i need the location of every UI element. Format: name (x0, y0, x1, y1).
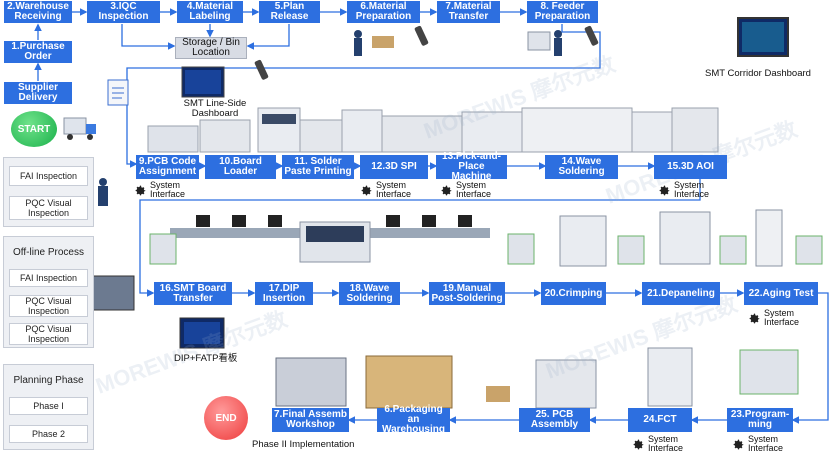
system-interface-label: System Interface (456, 180, 492, 199)
step-25-pcb-assembly[interactable]: 25. PCB Assembly (519, 408, 590, 432)
offline-process-panel: Off-line Process FAI Inspection PQC Visu… (3, 236, 94, 348)
step-8-feeder-preparation[interactable]: 8. Feeder Preparation (527, 1, 598, 23)
truck-icon (63, 117, 96, 140)
inspection-item-fai[interactable]: FAI Inspection (9, 166, 88, 186)
step-11-solder-paste-printing[interactable]: 11. Solder Paste Printing (282, 155, 354, 179)
step-12-3d-spi[interactable]: 12.3D SPI (360, 155, 428, 179)
step-supplier-delivery[interactable]: Supplier Delivery (4, 82, 72, 104)
system-interface-13: System Interface (440, 181, 491, 199)
offline-item-pqc-visual-2[interactable]: PQC Visual Inspection (9, 323, 88, 345)
start-node[interactable]: START (11, 111, 57, 147)
arrow-22-to-23 (791, 292, 829, 424)
step-23-programming[interactable]: 23.Program- ming (727, 408, 793, 432)
gear-icon (135, 185, 146, 195)
offline-process-title: Off-line Process (13, 247, 84, 258)
clipboard-icon (107, 79, 129, 106)
system-interface-label: System Interface (648, 434, 684, 453)
step-6-material-preparation[interactable]: 6.Material Preparation (347, 1, 420, 23)
gear-icon (749, 313, 760, 323)
offline-item-fai[interactable]: FAI Inspection (9, 269, 88, 287)
gear-icon (633, 439, 644, 449)
system-interface-24: System Interface (632, 435, 683, 453)
inspector-figure (98, 178, 108, 206)
offline-item-pqc-visual-1[interactable]: PQC Visual Inspection (9, 295, 88, 317)
step-22-aging-test[interactable]: 22.Aging Test (744, 282, 818, 305)
storage-bin-location[interactable]: Storage / Bin Location (175, 37, 247, 59)
dip-fatp-dashboard-label: DIP+FATP看板 (174, 353, 238, 364)
planning-phase-title: Planning Phase (13, 375, 84, 386)
gear-icon (733, 439, 744, 449)
step-24-fct[interactable]: 24.FCT (628, 408, 692, 432)
step-21-depaneling[interactable]: 21.Depaneling (642, 282, 720, 305)
arrow-8-to-9 (126, 24, 601, 168)
step-20-crimping[interactable]: 20.Crimping (541, 282, 606, 305)
arrow-3-storage (121, 24, 176, 50)
system-interface-15: System Interface (658, 181, 709, 199)
equipment-illustrations (63, 17, 823, 409)
system-interface-label: System Interface (674, 180, 710, 199)
step-10-board-loader[interactable]: 10.Board Loader (205, 155, 276, 179)
end-node[interactable]: END (204, 396, 248, 440)
arrow-15-to-16 (139, 178, 701, 297)
step-19-manual-post-soldering[interactable]: 19.Manual Post-Soldering (429, 282, 505, 305)
system-interface-label: System Interface (764, 308, 800, 327)
phase2-step-7-final-assembly-workshop[interactable]: 7.Final Assemb Workshop (272, 408, 349, 432)
step-2-warehouse-receiving[interactable]: 2.Warehouse Receiving (4, 1, 72, 23)
system-interface-23: System Interface (732, 435, 783, 453)
flow-arrows (34, 8, 829, 424)
inspection-panel: FAI Inspection PQC Visual Inspection (3, 157, 94, 227)
smt-corridor-dashboard-label: SMT Corridor Dashboard (705, 68, 811, 79)
scanner-icon (254, 59, 269, 80)
phase2-step-6-packaging-warehousing[interactable]: 6.Packaging an Warehousing (377, 405, 450, 435)
system-interface-label: System Interface (376, 180, 412, 199)
gear-icon (441, 185, 452, 195)
system-interface-12: System Interface (360, 181, 411, 199)
scanner-icon (414, 25, 429, 46)
step-18-wave-soldering[interactable]: 18.Wave Soldering (339, 282, 400, 305)
step-1-purchase-order[interactable]: 1.Purchase Order (4, 41, 72, 63)
system-interface-label: System Interface (748, 434, 784, 453)
step-9-pcb-code-assignment[interactable]: 9.PCB Code Assignment (136, 155, 199, 179)
step-15-3d-aoi[interactable]: 15.3D AOI (654, 155, 727, 179)
system-interface-9: System Interface (134, 181, 185, 199)
assembly-illustrations (179, 317, 799, 409)
planning-item-phase-1[interactable]: Phase I (9, 397, 88, 415)
step-14-wave-soldering[interactable]: 14.Wave Soldering (545, 155, 618, 179)
offline-workstation (85, 275, 135, 311)
gear-icon (361, 185, 372, 195)
step-17-dip-insertion[interactable]: 17.DIP Insertion (255, 282, 313, 305)
planning-item-phase-2[interactable]: Phase 2 (9, 425, 88, 443)
arrow-5-storage (246, 24, 290, 50)
dip-line-machines (149, 209, 823, 267)
step-5-plan-release[interactable]: 5.Plan Release (259, 1, 320, 23)
scanner-icon (584, 25, 599, 46)
system-interface-22: System Interface (748, 309, 799, 327)
system-interface-label: System Interface (150, 180, 186, 199)
inspection-item-pqc-visual[interactable]: PQC Visual Inspection (9, 196, 88, 220)
step-13-pick-and-place[interactable]: 13.Pick-and- Place Machine (436, 152, 507, 182)
phase2-implementation-label: Phase II Implementation (252, 439, 355, 450)
step-4-material-labeling[interactable]: 4.Material Labeling (177, 1, 243, 23)
smt-line-machines (147, 107, 719, 153)
step-7-material-transfer[interactable]: 7.Material Transfer (437, 1, 500, 23)
smt-line-side-dashboard-label: SMT Line-Side Dashboard (183, 98, 247, 119)
gear-icon (659, 185, 670, 195)
step-3-iqc-inspection[interactable]: 3.IQC Inspection (87, 1, 160, 23)
step-16-smt-board-transfer[interactable]: 16.SMT Board Transfer (154, 282, 232, 305)
planning-phase-panel: Planning Phase Phase I Phase 2 (3, 364, 94, 450)
